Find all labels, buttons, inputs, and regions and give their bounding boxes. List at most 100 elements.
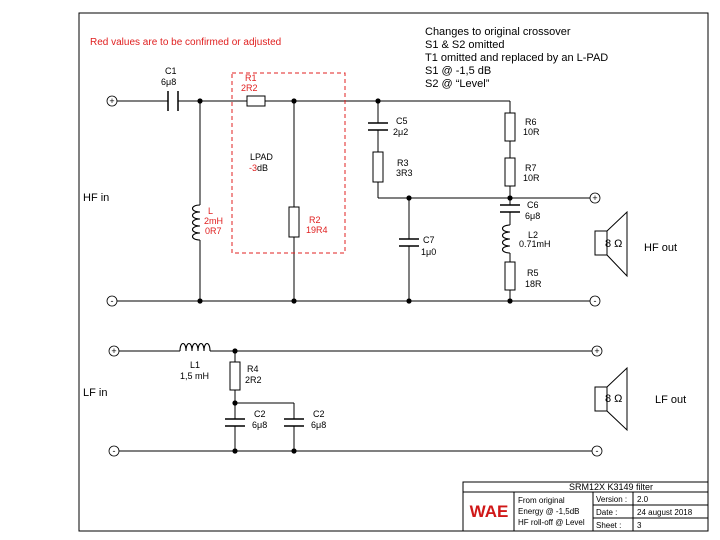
title-block-title: SRM12X K3149 filter — [569, 482, 653, 492]
lf-out-minus-terminal: - — [591, 445, 603, 457]
wae-logo: WAE — [470, 502, 509, 521]
svg-text:R7: R7 — [525, 163, 537, 173]
lpad-label: LPAD — [250, 152, 273, 162]
svg-text:R6: R6 — [525, 117, 537, 127]
svg-text:R5: R5 — [527, 268, 539, 278]
capacitor-c2-right: C2 6μ8 — [284, 409, 326, 430]
hf-speaker-impedance: 8 Ω — [605, 238, 622, 250]
svg-text:+: + — [109, 96, 114, 106]
description-line-3: HF roll-off @ Level — [518, 518, 585, 527]
svg-text:+: + — [594, 346, 599, 356]
svg-text:6μ8: 6μ8 — [161, 77, 176, 87]
svg-text:6μ8: 6μ8 — [311, 420, 326, 430]
lpad-value: -3dB — [249, 163, 268, 173]
inductor-l1: L1 1,5 mH — [179, 342, 211, 381]
inductor-l: L 2mH 0R7 — [191, 204, 223, 241]
svg-text:-: - — [111, 296, 114, 306]
svg-text:2μ2: 2μ2 — [393, 127, 408, 137]
svg-text:R3: R3 — [397, 158, 409, 168]
hf-out-plus-terminal: + — [589, 192, 601, 204]
version-label: Version : — [596, 495, 627, 504]
svg-text:C1: C1 — [165, 66, 177, 76]
date-label: Date : — [596, 508, 617, 517]
hf-out-minus-terminal: - — [589, 295, 601, 307]
svg-text:C7: C7 — [423, 235, 435, 245]
resistor-r5: R5 18R — [504, 261, 542, 291]
hf-speaker-icon: 8 Ω — [594, 210, 628, 278]
resistor-r2: R2 19R4 — [288, 206, 328, 238]
lf-in-minus-terminal: - — [108, 445, 120, 457]
note-red-values: Red values are to be confirmed or adjust… — [90, 37, 281, 48]
resistor-r3: R3 3R3 — [372, 151, 413, 183]
hf-wiring — [117, 100, 590, 302]
lf-in-label: LF in — [83, 387, 107, 399]
hf-in-minus-terminal: - — [106, 295, 118, 307]
svg-text:0.71mH: 0.71mH — [519, 239, 551, 249]
svg-text:R2: R2 — [309, 215, 321, 225]
svg-text:2R2: 2R2 — [245, 375, 262, 385]
capacitor-c6: C6 6μ8 — [500, 200, 540, 221]
lpad-box: LPAD -3dB — [231, 72, 346, 254]
svg-text:0R7: 0R7 — [205, 226, 222, 236]
date-value: 24 august 2018 — [637, 508, 693, 517]
version-value: 2.0 — [637, 495, 649, 504]
svg-text:1μ0: 1μ0 — [421, 247, 436, 257]
svg-text:C5: C5 — [396, 116, 408, 126]
svg-text:6μ8: 6μ8 — [252, 420, 267, 430]
svg-text:L: L — [208, 206, 213, 216]
svg-text:-: - — [596, 446, 599, 456]
svg-text:18R: 18R — [525, 279, 542, 289]
changes-line-4: S1 @ -1,5 dB — [425, 65, 491, 77]
svg-text:+: + — [111, 346, 116, 356]
changes-line-2: S1 & S2 omitted — [425, 39, 505, 51]
svg-text:C2: C2 — [313, 409, 325, 419]
lf-speaker-icon: 8 Ω — [594, 366, 628, 432]
sheet-border — [78, 12, 709, 532]
svg-text:+: + — [592, 193, 597, 203]
svg-text:C6: C6 — [527, 200, 539, 210]
svg-text:L1: L1 — [190, 360, 200, 370]
resistor-r1: R1 2R2 — [241, 73, 266, 107]
svg-text:-: - — [113, 446, 116, 456]
lf-out-plus-terminal: + — [591, 345, 603, 357]
resistor-r6: R6 10R — [504, 112, 540, 142]
resistor-r7: R7 10R — [504, 157, 540, 187]
svg-text:1,5 mH: 1,5 mH — [180, 371, 209, 381]
hf-in-label: HF in — [83, 192, 109, 204]
description-line-2: Energy @ -1,5dB — [518, 507, 579, 516]
svg-text:C2: C2 — [254, 409, 266, 419]
hf-in-plus-terminal: + — [106, 95, 118, 107]
svg-text:2R2: 2R2 — [241, 83, 258, 93]
lf-out-label: LF out — [655, 394, 686, 406]
capacitor-c2-left: C2 6μ8 — [225, 409, 267, 430]
hf-out-label: HF out — [644, 242, 677, 254]
svg-text:-: - — [594, 296, 597, 306]
svg-text:10R: 10R — [523, 173, 540, 183]
lf-wiring — [119, 350, 592, 452]
svg-text:10R: 10R — [523, 127, 540, 137]
inductor-l2: L2 0.71mH — [501, 224, 551, 254]
capacitor-c1: C1 6μ8 — [161, 66, 179, 111]
svg-text:6μ8: 6μ8 — [525, 211, 540, 221]
changes-list: Changes to original crossover S1 & S2 om… — [425, 26, 608, 90]
sheet-label: Sheet : — [596, 521, 621, 530]
svg-text:2mH: 2mH — [204, 216, 223, 226]
sheet-value: 3 — [637, 521, 642, 530]
svg-text:19R4: 19R4 — [306, 225, 328, 235]
title-block: SRM12X K3149 filter WAE From original En… — [462, 481, 709, 532]
capacitor-c7: C7 1μ0 — [399, 235, 436, 257]
changes-line-5: S2 @ “Level” — [425, 78, 490, 90]
lf-junctions — [232, 348, 297, 454]
hf-junctions — [197, 98, 513, 304]
changes-line-3: T1 omitted and replaced by an L-PAD — [425, 52, 608, 64]
resistor-r4: R4 2R2 — [229, 361, 262, 391]
lf-in-plus-terminal: + — [108, 345, 120, 357]
svg-text:L2: L2 — [528, 230, 538, 240]
description-line-1: From original — [518, 496, 565, 505]
svg-text:R4: R4 — [247, 364, 259, 374]
lf-speaker-impedance: 8 Ω — [605, 393, 622, 405]
capacitor-c5: C5 2μ2 — [368, 116, 408, 137]
changes-line-1: Changes to original crossover — [425, 26, 571, 38]
